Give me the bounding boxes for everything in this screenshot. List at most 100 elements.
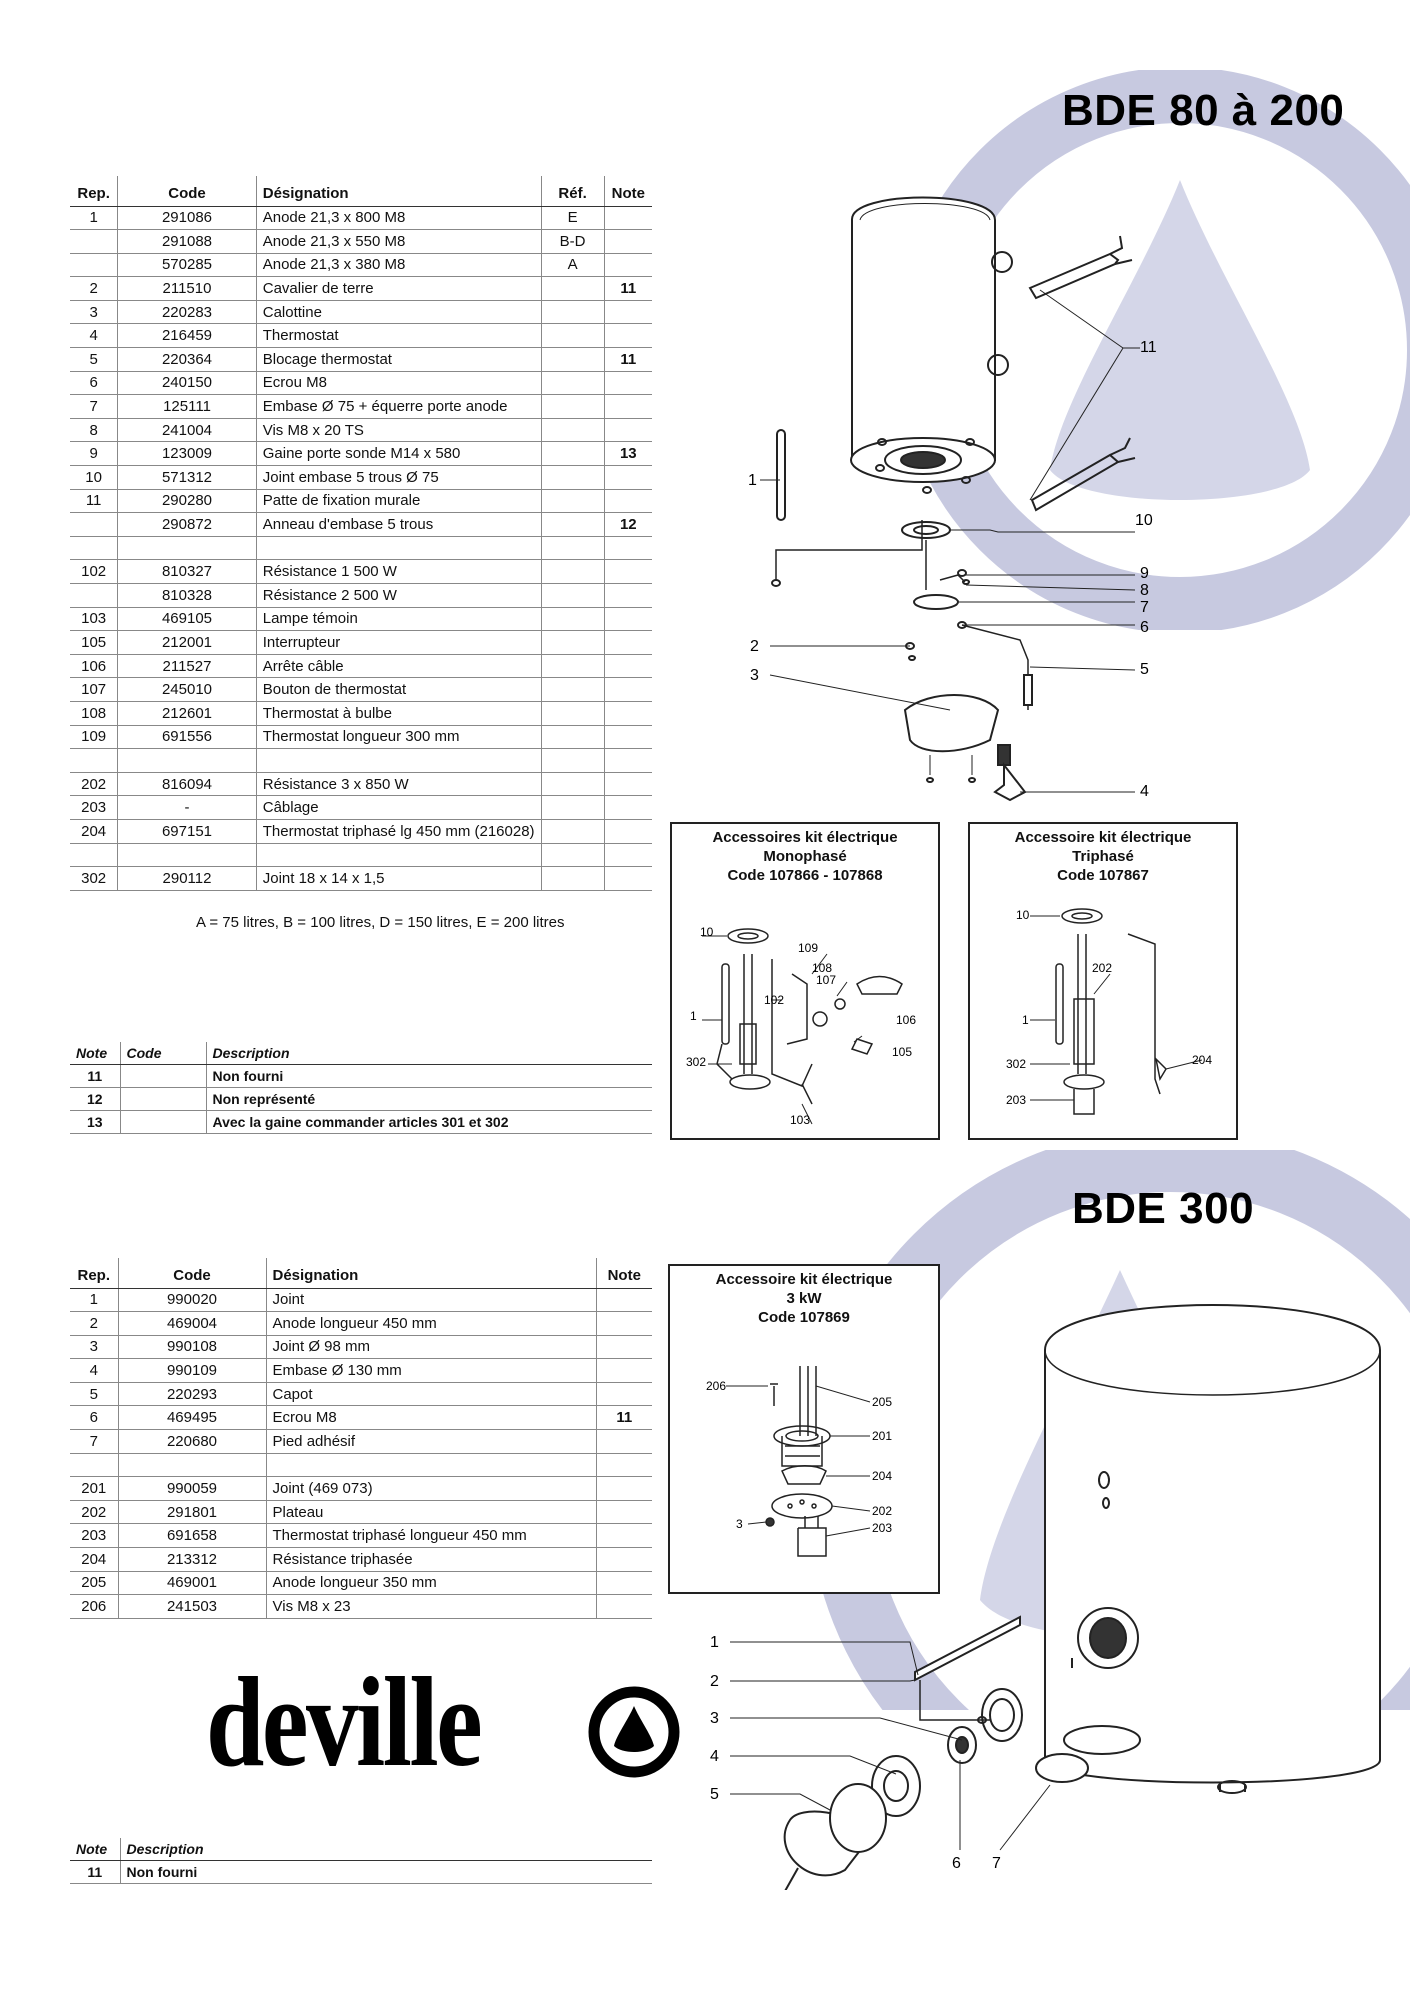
kit-mono-title: Accessoires kit électrique (712, 829, 898, 846)
cell-ref (540, 654, 605, 679)
cell-designation: Anneau d'embase 5 trous (255, 512, 542, 537)
cell-code: 990109 (117, 1358, 266, 1383)
cell-rep: 10 (70, 465, 118, 490)
kit-monophase-diagram: 10 109 108 107 1 102 106 302 105 103 (686, 925, 916, 1127)
kit-tri-title: Accessoire kit électrique (1014, 829, 1192, 846)
kit-mono-label-10: 10 (700, 925, 714, 939)
cell-designation: Anode longueur 350 mm (265, 1571, 596, 1596)
cell-ref (540, 489, 605, 514)
kit-monophase-box: 10 109 108 107 1 102 106 302 105 103 Acc… (670, 822, 940, 1140)
cell-designation: Lampe témoin (255, 607, 542, 632)
cell-note (603, 654, 652, 679)
cell-code: 125111 (117, 394, 257, 419)
cell-ref: A (540, 253, 605, 278)
cell-ref (540, 559, 605, 584)
cell-code: 469105 (117, 607, 257, 632)
cell-rep: 105 (70, 630, 118, 655)
notes-header-row: Note Description (70, 1838, 652, 1861)
cell-code: 123009 (117, 441, 257, 467)
cell-code: 241503 (117, 1594, 266, 1619)
kit-mono-label-102: 102 (764, 993, 784, 1007)
cell-ref (540, 843, 605, 868)
cell-designation (265, 1453, 596, 1478)
cell-note (603, 748, 652, 773)
cell-code: 212001 (117, 630, 257, 655)
cell-note (595, 1571, 652, 1596)
cell-designation: Vis M8 x 20 TS (255, 418, 542, 443)
cell-rep: 9 (70, 441, 118, 467)
cell-note (603, 559, 652, 584)
cell-rep: 102 (70, 559, 118, 584)
cell-designation: Cavalier de terre (255, 276, 542, 301)
cell-designation: Patte de fixation murale (255, 489, 542, 514)
cell-designation: Anode 21,3 x 800 M8 (255, 206, 542, 231)
cell-rep: 1 (70, 1288, 118, 1313)
cell-rep (70, 583, 118, 608)
kit-mono-label-106: 106 (896, 1013, 916, 1027)
cell-designation: Thermostat à bulbe (255, 701, 542, 726)
cell-rep: 6 (70, 371, 118, 396)
cell-designation: Embase Ø 130 mm (265, 1358, 596, 1383)
kit-3kw-code: Code 107869 (758, 1309, 850, 1326)
cell-ref (540, 677, 605, 702)
cell-note (603, 819, 652, 844)
cell-rep: 202 (70, 1500, 118, 1525)
bde300-label-2: 2 (710, 1673, 719, 1690)
cell-designation: Interrupteur (255, 630, 542, 655)
diagram-label-4: 4 (1140, 783, 1149, 800)
cell-note (603, 371, 652, 396)
table-row: 203-Câblage (70, 795, 652, 820)
cell-note (603, 465, 652, 490)
kit-3kw-label-205: 205 (872, 1395, 892, 1409)
cell-code: 220283 (117, 300, 257, 325)
cell-code: 211510 (117, 276, 257, 301)
cell-designation: Résistance triphasée (265, 1547, 596, 1572)
cell-rep: 6 (70, 1405, 118, 1431)
kit-3kw-title: Accessoire kit électrique (715, 1271, 893, 1288)
cell-ref (540, 819, 605, 844)
kit-mono-code: Code 107866 - 107868 (727, 867, 883, 884)
cell-note (603, 843, 652, 868)
cell-note (595, 1547, 652, 1572)
cell-designation: Résistance 3 x 850 W (255, 772, 542, 797)
cell-note (595, 1594, 652, 1619)
table-row: 12 Non représenté (70, 1087, 652, 1111)
cell-note (603, 725, 652, 750)
table-row: 11 Non fourni (70, 1860, 652, 1884)
col-header-code: Code (117, 176, 257, 207)
tank-body (850, 196, 996, 461)
cell-note (603, 607, 652, 632)
cell-note (595, 1500, 652, 1525)
cell-rep (70, 229, 118, 254)
cell-designation: Joint 18 x 14 x 1,5 (255, 866, 542, 891)
table-header-row: Rep. Code Désignation Note (70, 1258, 652, 1289)
diagram-label-5: 5 (1140, 661, 1149, 678)
cell-ref (540, 465, 605, 490)
cell-rep (70, 536, 118, 561)
cell-designation: Plateau (265, 1500, 596, 1525)
cell-code: 290872 (117, 512, 257, 537)
cell-ref (540, 725, 605, 750)
cell-rep: 1 (70, 206, 118, 231)
table-row (70, 843, 652, 868)
cell-note (595, 1288, 652, 1313)
cell-ref (540, 441, 605, 467)
cell-code: 291801 (117, 1500, 266, 1525)
col-header-ref: Réf. (540, 176, 605, 207)
cell-rep: 204 (70, 819, 118, 844)
cell-ref (540, 795, 605, 820)
cell-designation: Résistance 2 500 W (255, 583, 542, 608)
